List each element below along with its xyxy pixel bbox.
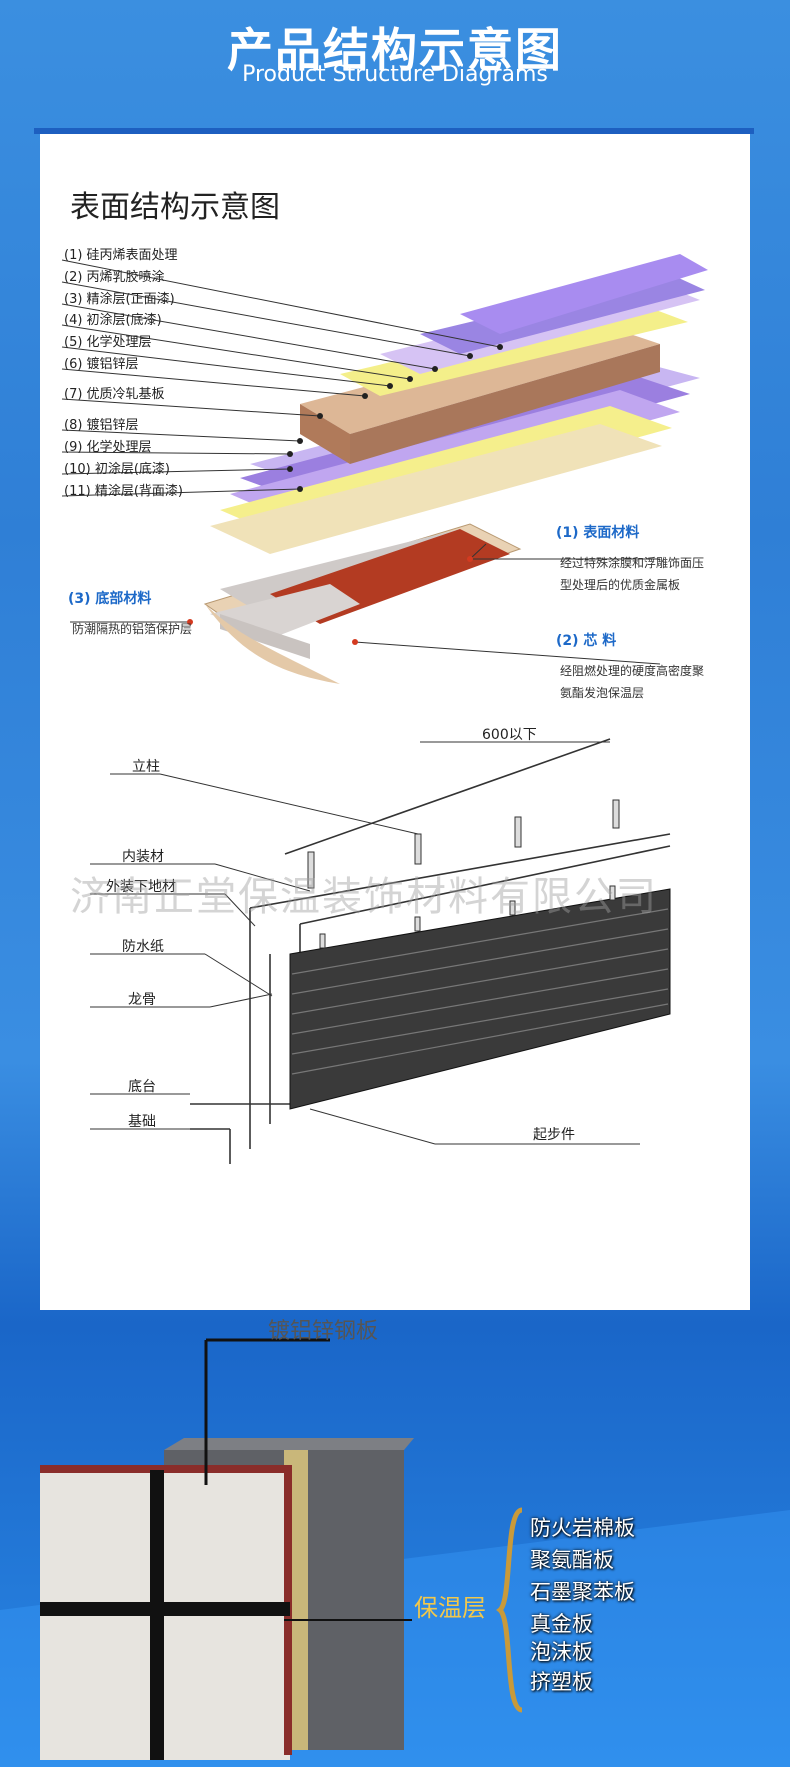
panel-frame [34,128,754,134]
surface-section-title: 表面结构示意图 [70,190,280,225]
bottom-material-title: (3) 底部材料 [68,591,152,607]
surface-material-desc-2: 型处理后的优质金属板 [560,578,681,592]
insulation-type: 聚氨酯板 [530,1548,614,1572]
install-label-exterior-base: 外装下地材 [106,879,176,895]
install-label-start-piece: 起步件 [533,1127,575,1143]
insulation-type: 泡沫板 [530,1640,593,1664]
layer-label: (2) 丙烯乳胶喷涂 [64,270,165,285]
page-title: 产品结构示意图 [227,23,563,77]
layer-label: (3) 精涂层(正面漆) [64,292,175,307]
insulation-label: 保温层 [414,1594,486,1622]
install-label-foundation: 基础 [128,1114,156,1130]
install-drawing [190,738,671,1164]
page-subtitle: Product Structure Diagrams [242,62,548,87]
layer-label: (9) 化学处理层 [64,440,152,455]
layer-label: (4) 初涂层(底漆) [64,313,162,328]
layer-label: (8) 镀铝锌层 [64,418,139,433]
insulation-type: 真金板 [530,1612,593,1636]
insulation-type: 石墨聚苯板 [530,1580,635,1604]
layer-label: (11) 精涂层(背面漆) [64,484,183,499]
corner-illustration [0,1338,790,1767]
watermark: 济南正堂保温装饰材料有限公司 [70,874,658,920]
core-material-title: (2) 芯 料 [556,633,617,649]
install-label-keel: 龙骨 [128,992,156,1008]
spacing-label: 600以下 [482,727,537,743]
bottom-material-desc: 防潮隔热的铝箔保护层 [72,622,193,636]
install-label-plinth: 底台 [128,1079,156,1095]
insulation-type: 防火岩棉板 [530,1516,635,1540]
install-label-post: 立柱 [132,759,160,775]
layer-label: (7) 优质冷轧基板 [64,387,165,402]
content-panel: 表面结构示意图 [40,134,750,1310]
siding-panel [289,888,671,1110]
galvalume-label: 镀铝锌钢板 [268,1319,379,1344]
diagram-art [61,254,708,1164]
layer-label: (6) 镀铝锌层 [64,357,139,372]
surface-material-title: (1) 表面材料 [556,525,640,541]
insulation-type: 挤塑板 [530,1670,593,1694]
studs [307,799,620,949]
layer-leaders [61,259,501,497]
layer-label: (1) 硅丙烯表面处理 [64,248,178,263]
install-label-waterproof: 防水纸 [122,939,164,955]
layer-stack-illustration [210,254,708,554]
core-material-desc-2: 氨酯发泡保温层 [560,686,645,700]
layer-label: (5) 化学处理层 [64,335,152,350]
surface-material-desc-1: 经过特殊涂膜和浮雕饰面压 [560,556,705,570]
core-material-desc-1: 经阻燃处理的硬度高密度聚 [560,664,705,678]
layer-label: (10) 初涂层(底漆) [64,462,170,477]
install-label-interior: 内装材 [122,849,164,865]
install-leaders [90,741,640,1145]
composite-panel-illustration [203,523,522,684]
